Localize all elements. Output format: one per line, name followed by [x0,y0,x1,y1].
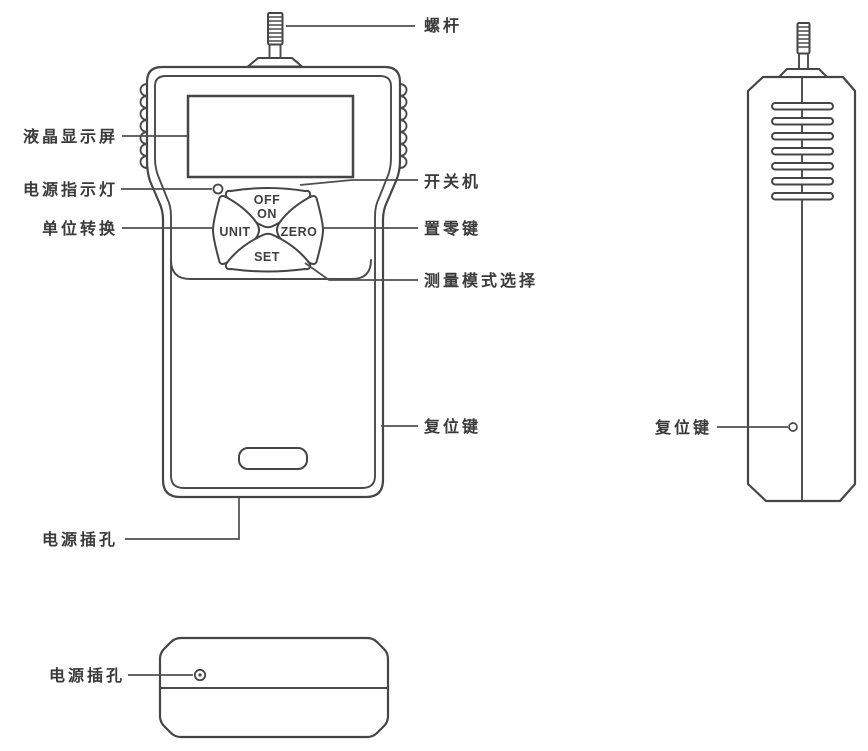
label-power-socket-front: 电源插孔 [42,530,118,549]
bottom-slot [238,447,308,470]
front-body-inner-line [154,75,392,489]
grip-ridges-left [139,83,148,169]
power-led [212,183,224,195]
callout-line-onoff [299,179,418,186]
panel-divider [170,259,372,280]
power-socket-hole [193,668,207,682]
label-unit-switch: 单位转换 [42,219,118,238]
label-lcd-screen: 液晶显示屏 [23,127,118,146]
lcd-screen [186,94,355,179]
side-view: 复位键 [654,22,857,503]
label-reset-key-side: 复位键 [654,418,712,437]
keypad-set-label: SET [254,250,280,264]
screw-shaft-side [798,52,809,70]
label-power-on-off: 开关机 [424,172,481,191]
bottom-view: 电源插孔 [49,636,390,739]
front-body-outline [145,65,402,499]
bottom-body-outline [158,636,390,739]
label-zero-key: 置零键 [424,219,481,238]
screw-rod-side [796,22,811,55]
keypad-off-label: OFF [254,193,281,207]
label-mode-select: 测量模式选择 [424,271,538,290]
keypad-on-label: ON [257,207,277,221]
keypad-down-button [224,232,312,273]
grip-ridges-right [399,83,408,169]
keypad: OFF ON UNIT ZERO SET [212,187,324,273]
callout-line-mode [304,262,418,281]
keypad-unit-label: UNIT [219,225,250,239]
label-screw: 螺杆 [424,16,462,35]
screw-shaft [268,43,282,59]
label-power-socket-bottom: 电源插孔 [49,666,125,685]
vent-slots [771,102,834,201]
screw-base [247,57,303,68]
callout-line-socket-front [125,498,240,540]
label-reset-key-front: 复位键 [423,417,481,436]
screw-base-side [778,68,828,78]
reset-hole [788,422,798,432]
label-power-indicator: 电源指示灯 [23,180,118,199]
front-view: OFF ON UNIT ZERO SET 液晶显示屏 电源指示灯 单位转换 电源… [23,12,538,549]
side-body-outline [746,75,857,503]
keypad-zero-label: ZERO [281,225,318,239]
screw-rod [267,12,284,46]
